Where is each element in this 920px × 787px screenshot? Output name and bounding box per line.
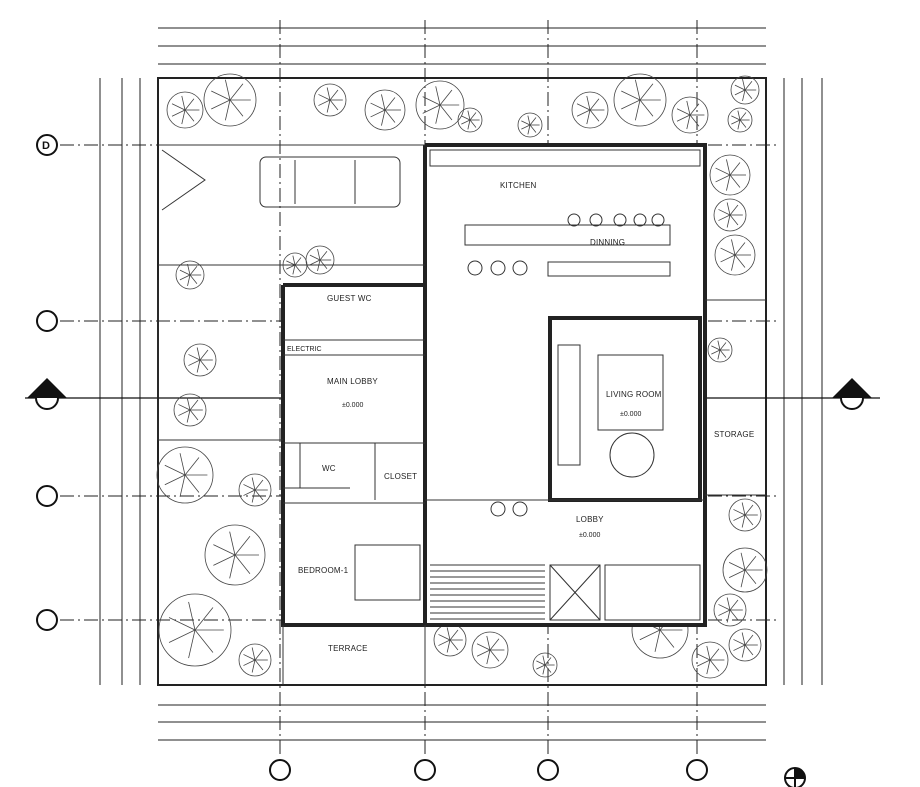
section-marker-right-icon <box>832 378 872 410</box>
dimension-lines <box>99 27 823 741</box>
room-label-electric: ELECTRIC <box>287 346 322 353</box>
tree-icon <box>713 198 747 232</box>
tree-icon <box>471 631 509 669</box>
tree-icon <box>173 393 207 427</box>
tree-icon <box>457 107 483 133</box>
tree-icon <box>730 75 760 105</box>
tree-icon <box>158 593 232 667</box>
room-labels: KITCHEN DINNING GUEST WC ELECTRIC MAIN L… <box>287 181 754 653</box>
grid-bubbles: D <box>27 134 872 787</box>
section-marker-left-icon <box>27 378 67 410</box>
tree-icon <box>364 89 406 131</box>
tree-icon <box>727 107 753 133</box>
tree-icon <box>313 83 347 117</box>
tree-icon <box>517 112 543 138</box>
room-label-guest-wc: GUEST WC <box>327 294 372 303</box>
room-label-dinning: DINNING <box>590 238 625 247</box>
tree-icon <box>532 652 558 678</box>
tree-icon <box>691 641 729 679</box>
tree-icon <box>238 473 272 507</box>
tree-icon <box>707 337 733 363</box>
tree-icon <box>305 245 335 275</box>
tree-icon <box>709 154 751 196</box>
room-label-wc: WC <box>322 464 336 473</box>
tree-icon <box>238 643 272 677</box>
room-label-main-lobby: MAIN LOBBY <box>327 377 378 386</box>
room-label-storage: STORAGE <box>714 430 754 439</box>
tree-icon <box>714 234 756 276</box>
tree-icon <box>204 524 266 586</box>
room-label-lobby: LOBBY <box>576 515 604 524</box>
north-arrow-icon <box>784 767 806 787</box>
room-label-bedroom-1: BEDROOM-1 <box>298 566 349 575</box>
tree-icon <box>175 260 205 290</box>
tree-icon <box>613 73 667 127</box>
room-label-terrace: TERRACE <box>328 644 368 653</box>
level-main-lobby: ±0.000 <box>342 402 363 409</box>
level-lobby: ±0.000 <box>579 532 600 539</box>
tree-icon <box>203 73 257 127</box>
tree-icon <box>713 593 747 627</box>
tree-icon <box>183 343 217 377</box>
tree-icon <box>166 91 204 129</box>
tree-icon <box>728 628 762 662</box>
tree-icon <box>571 91 609 129</box>
room-label-kitchen: KITCHEN <box>500 181 537 190</box>
tree-icon <box>156 446 214 504</box>
grid-bubble-d: D <box>42 140 50 152</box>
tree-icon <box>722 547 768 593</box>
level-living-room: ±0.000 <box>620 411 641 418</box>
tree-icon <box>728 498 762 532</box>
room-label-living-room: LIVING ROOM <box>606 390 662 399</box>
walls <box>157 143 766 685</box>
tree-icon <box>415 80 465 130</box>
room-label-closet: CLOSET <box>384 472 417 481</box>
tree-icon <box>671 96 709 134</box>
